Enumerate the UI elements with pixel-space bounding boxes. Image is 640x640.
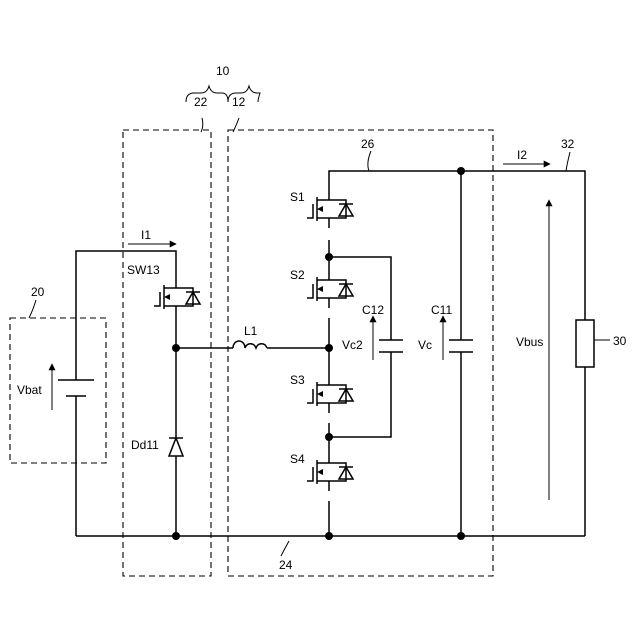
capacitor-c12-symbol (379, 340, 403, 352)
label-diode-dd11: Dd11 (131, 438, 159, 452)
label-cap-c12: C12 (362, 303, 384, 317)
label-ref-22: 22 (194, 95, 208, 109)
label-volt-vbus: Vbus (516, 335, 543, 349)
label-volt-vc2: Vc2 (342, 338, 363, 352)
label-ref-20: 20 (31, 285, 45, 299)
label-cap-c11: C11 (431, 303, 452, 317)
label-switch-s2: S2 (290, 268, 305, 282)
switch-s1-symbol (307, 190, 353, 228)
mosfet-group (154, 190, 353, 491)
label-switch-s1: S1 (290, 190, 305, 204)
block-12-box (228, 130, 493, 576)
switch-s4-symbol (307, 453, 353, 491)
label-switch-s4: S4 (290, 452, 305, 466)
capacitor-c11-symbol (449, 340, 473, 352)
junction-dots (172, 167, 465, 540)
block-22-box (123, 130, 211, 576)
switch-sw13-symbol (154, 278, 200, 316)
label-switch-s3: S3 (290, 373, 305, 387)
label-ref-30: 30 (613, 334, 627, 348)
label-inductor-l1: L1 (244, 324, 258, 338)
label-ref-24: 24 (279, 558, 293, 572)
label-current-i1: I1 (141, 228, 151, 242)
inductor-l1-symbol (233, 341, 267, 348)
label-ref-10: 10 (216, 64, 230, 78)
label-current-i2: I2 (517, 148, 527, 162)
load-resistor-30-symbol (576, 320, 594, 367)
label-switch-sw13: SW13 (127, 263, 160, 277)
label-ref-32: 32 (561, 137, 575, 151)
diode-dd11-symbol (169, 438, 183, 456)
label-volt-vbat: Vbat (17, 383, 42, 397)
label-volt-vc: Vc (418, 338, 432, 352)
switch-s3-symbol (307, 375, 353, 413)
battery-symbol (58, 380, 94, 396)
label-ref-26: 26 (361, 137, 375, 151)
label-ref-12: 12 (232, 95, 246, 109)
switch-s2-symbol (307, 270, 353, 308)
